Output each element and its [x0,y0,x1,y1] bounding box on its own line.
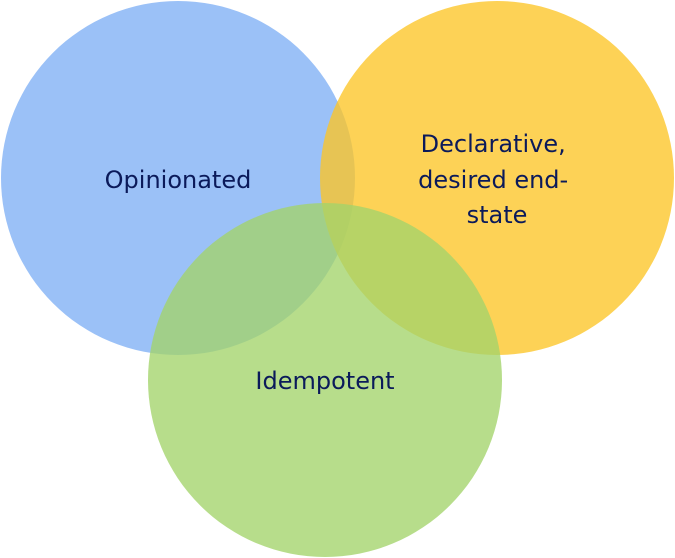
idempotent-circle [148,203,502,557]
declarative-label-line-1: Declarative, [421,130,566,158]
opinionated-label: Opinionated [105,166,252,194]
declarative-label-line-3: state [467,201,528,229]
declarative-label: Declarative, desired end- state [418,130,576,229]
idempotent-label: Idempotent [255,367,394,395]
declarative-label-line-2: desired end- [418,166,568,194]
